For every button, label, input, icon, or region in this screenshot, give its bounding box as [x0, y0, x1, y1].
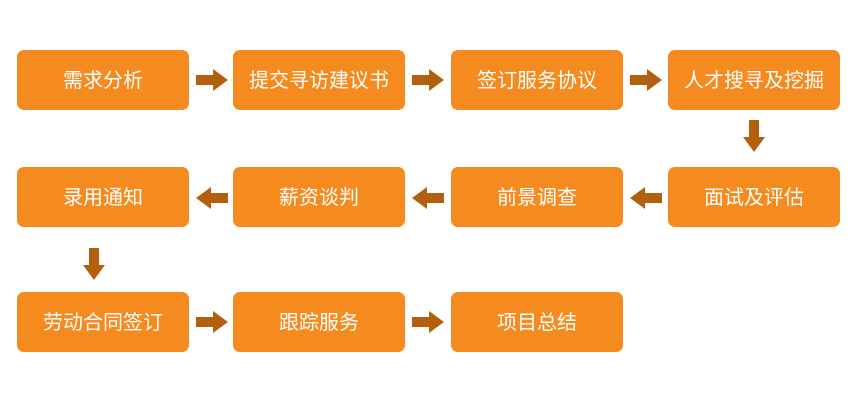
arrow-right-icon — [630, 68, 662, 92]
arrow-right-icon — [196, 310, 228, 334]
arrow-down-icon — [742, 120, 766, 152]
arrow-down-icon — [82, 248, 106, 280]
step-sign-service-agreement: 签订服务协议 — [451, 50, 623, 110]
step-background-check: 前景调查 — [451, 167, 623, 227]
arrow-left-icon — [196, 186, 228, 210]
step-labor-contract-signing: 劳动合同签订 — [17, 292, 189, 352]
arrow-left-icon — [412, 186, 444, 210]
arrow-right-icon — [412, 310, 444, 334]
arrow-right-icon — [412, 68, 444, 92]
arrow-right-icon — [196, 68, 228, 92]
step-interview-evaluation: 面试及评估 — [668, 167, 840, 227]
step-talent-search: 人才搜寻及挖掘 — [668, 50, 840, 110]
step-requirement-analysis: 需求分析 — [17, 50, 189, 110]
step-project-summary: 项目总结 — [451, 292, 623, 352]
step-submit-search-proposal: 提交寻访建议书 — [233, 50, 405, 110]
step-offer-notice: 录用通知 — [17, 167, 189, 227]
arrow-left-icon — [630, 186, 662, 210]
step-salary-negotiation: 薪资谈判 — [233, 167, 405, 227]
step-follow-up-service: 跟踪服务 — [233, 292, 405, 352]
